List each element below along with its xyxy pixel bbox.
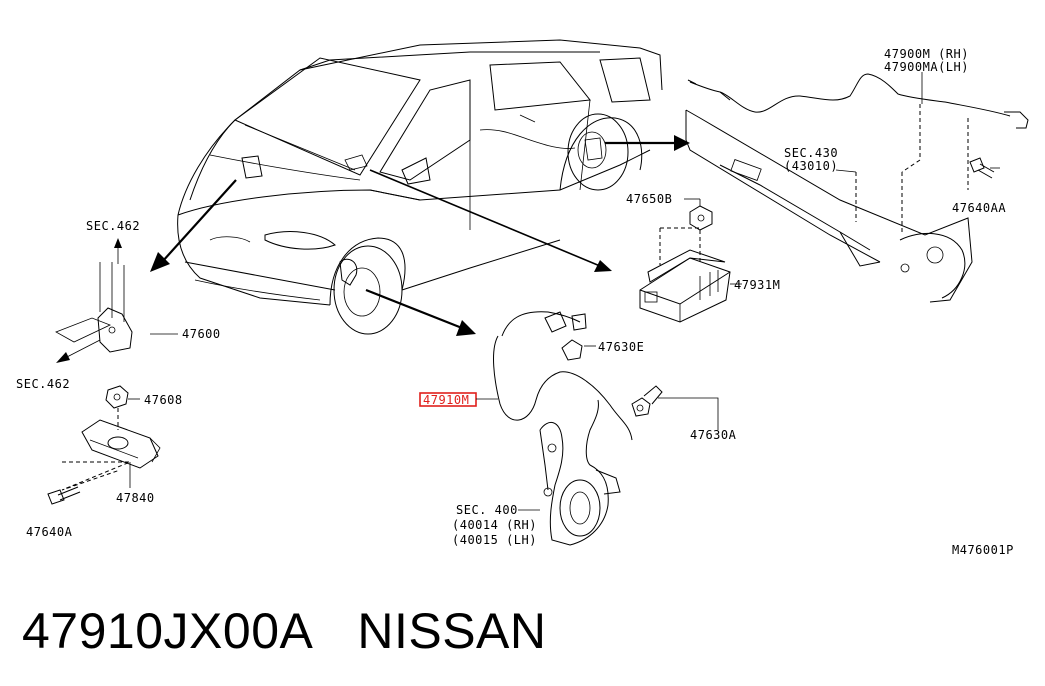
- part-caption: 47910JX00A NISSAN: [22, 596, 547, 666]
- label-sec400: SEC. 400: [456, 503, 518, 517]
- label-47640a: 47640A: [26, 525, 73, 539]
- figure-code: M476001P: [952, 543, 1014, 557]
- label-47608: 47608: [144, 393, 183, 407]
- label-sec400-rh: (40014 (RH): [452, 518, 537, 532]
- callout-arrows: [150, 135, 690, 336]
- label-47900ma: 47900MA(LH): [884, 60, 969, 74]
- label-sec430: SEC.430: [784, 146, 838, 160]
- rear-axle-harness-group: [685, 72, 1029, 303]
- front-sensor-bracket-group: [55, 238, 178, 363]
- parts-diagram: SEC.462 47600 SEC.462 47608 47840 47640A…: [16, 39, 1029, 557]
- label-47630e: 47630E: [598, 340, 644, 354]
- brand-name: NISSAN: [357, 603, 547, 659]
- label-47600: 47600: [182, 327, 221, 341]
- yaw-sensor-group: [639, 198, 742, 323]
- label-sec400-lh: (40015 (LH): [452, 533, 537, 547]
- vehicle-outline: [177, 39, 663, 335]
- part-number: 47910JX00A: [22, 603, 314, 659]
- label-47900m: 47900M (RH): [884, 47, 969, 61]
- label-47630a: 47630A: [690, 428, 737, 442]
- label-47931m: 47931M: [734, 278, 780, 292]
- label-sec462-top: SEC.462: [86, 219, 140, 233]
- sensor-bracket-47840: [47, 385, 161, 505]
- label-47910m: 47910M: [423, 393, 469, 407]
- front-wheel-speed-sensor: [493, 311, 719, 546]
- label-47640aa: 47640AA: [952, 201, 1006, 215]
- part-labels: SEC.462 47600 SEC.462 47608 47840 47640A…: [16, 47, 1014, 557]
- label-sec462-bottom: SEC.462: [16, 377, 70, 391]
- label-47840: 47840: [116, 491, 155, 505]
- label-sec430-sub: (43010): [784, 159, 838, 173]
- label-47650b: 47650B: [626, 192, 672, 206]
- highlight-box: [419, 392, 477, 407]
